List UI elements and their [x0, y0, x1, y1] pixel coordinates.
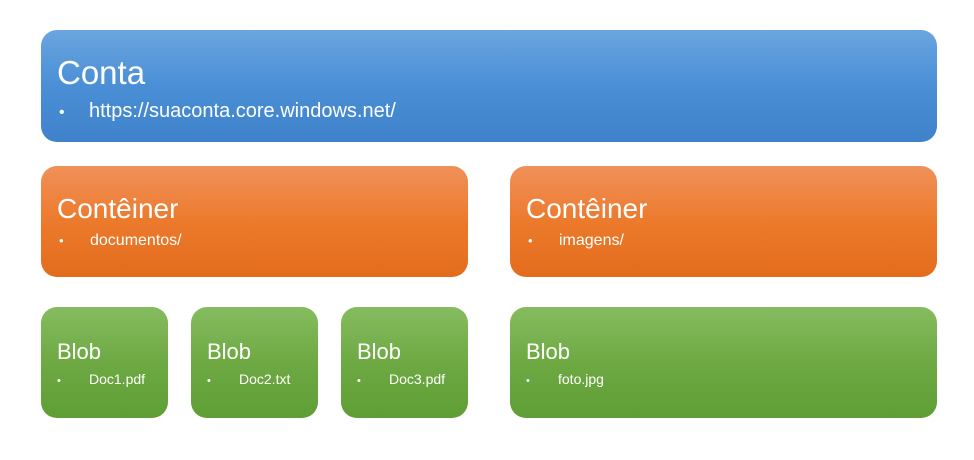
account-url: https://suaconta.core.windows.net/: [89, 100, 396, 122]
blob-filename: Doc2.txt: [239, 371, 291, 387]
container-item: • imagens/: [528, 232, 624, 250]
blob-item: • foto.jpg: [526, 371, 604, 387]
blob-item: • Doc2.txt: [207, 371, 290, 387]
blob-item: • Doc3.pdf: [357, 371, 445, 387]
bullet-icon: •: [526, 375, 530, 387]
bullet-icon: •: [357, 375, 361, 387]
container-name: imagens/: [559, 232, 624, 249]
bullet-icon: •: [57, 375, 61, 387]
blob-title: Blob: [357, 339, 402, 364]
container-box-documentos: Contêiner • documentos/: [41, 166, 468, 277]
account-box: Conta • https://suaconta.core.windows.ne…: [41, 30, 937, 142]
blob-filename: Doc1.pdf: [89, 371, 146, 387]
container-title: Contêiner: [526, 193, 648, 224]
bullet-icon: •: [59, 233, 64, 248]
account-title: Conta: [57, 54, 146, 91]
blob-filename: foto.jpg: [558, 371, 604, 387]
container-name: documentos/: [90, 232, 182, 249]
blob-title: Blob: [526, 339, 571, 364]
bullet-icon: •: [59, 104, 65, 121]
blob-box-doc1: Blob • Doc1.pdf: [41, 307, 168, 418]
account-item: • https://suaconta.core.windows.net/: [59, 100, 396, 123]
blob-box-foto: Blob • foto.jpg: [510, 307, 937, 418]
blob-title: Blob: [207, 339, 252, 364]
blob-item: • Doc1.pdf: [57, 371, 145, 387]
blob-box-doc2: Blob • Doc2.txt: [191, 307, 318, 418]
blob-filename: Doc3.pdf: [389, 371, 446, 387]
container-title: Contêiner: [57, 193, 179, 224]
container-box-imagens: Contêiner • imagens/: [510, 166, 937, 277]
blob-title: Blob: [57, 339, 102, 364]
blob-box-doc3: Blob • Doc3.pdf: [341, 307, 468, 418]
container-item: • documentos/: [59, 232, 182, 250]
bullet-icon: •: [207, 375, 211, 387]
bullet-icon: •: [528, 233, 533, 248]
